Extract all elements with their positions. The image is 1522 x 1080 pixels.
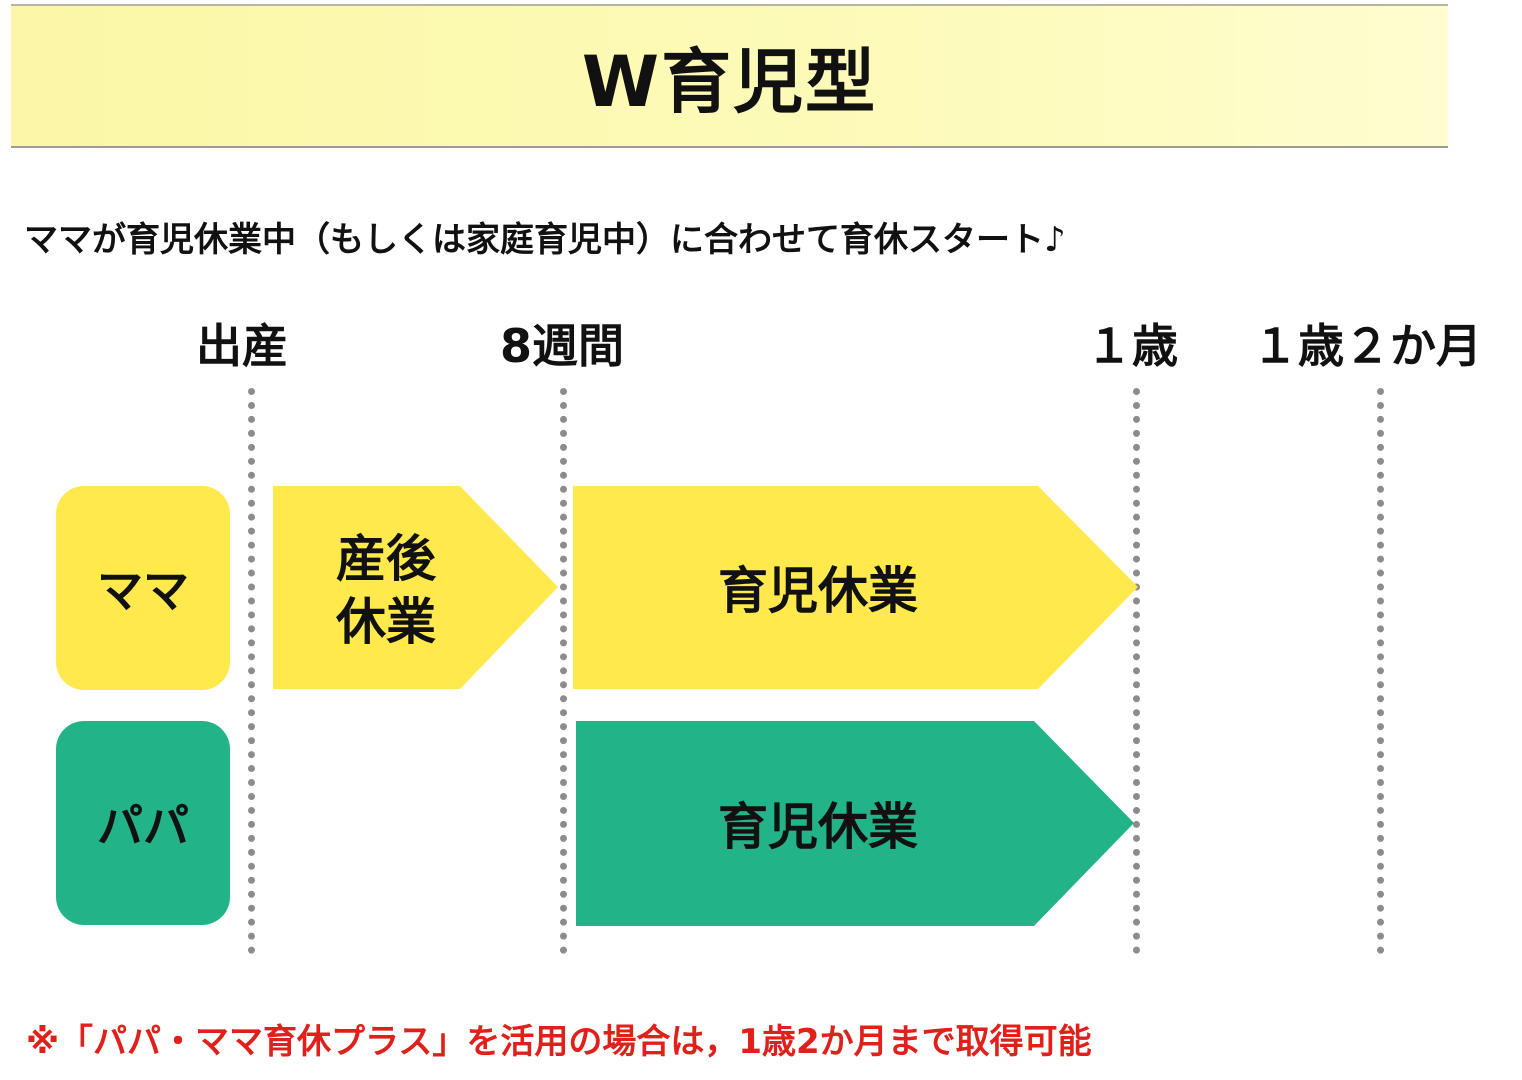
divider-age-1 (1133, 388, 1140, 954)
papa-childcare-label: 育児休業 (718, 798, 918, 856)
role-papa-label: パパ (97, 799, 189, 853)
mama-postpartum-line2: 休業 (336, 592, 436, 651)
milestone-age-1-2-months: １歳２か月 (1252, 319, 1482, 373)
milestone-birth: 出産 (196, 319, 288, 373)
role-mama: ママ (56, 486, 230, 690)
milestone-age-1: １歳 (1086, 319, 1178, 373)
footnote: ※「パパ・ママ育休プラス」を活用の場合は，1歳2か月まで取得可能 (26, 1022, 1092, 1062)
subtitle: ママが育児休業中（もしくは家庭育児中）に合わせて育休スタート♪ (24, 220, 1066, 260)
divider-birth (248, 388, 255, 954)
role-mama-label: ママ (97, 564, 189, 618)
page-title: W育児型 (581, 40, 878, 123)
divider-age-1-2-months (1377, 388, 1384, 954)
mama-postpartum-line1: 産後 (336, 530, 436, 588)
mama-postpartum-label: 産後 休業 (336, 528, 436, 653)
role-papa: パパ (56, 721, 230, 925)
divider-8-weeks (560, 388, 567, 954)
title-band: W育児型 (11, 4, 1448, 148)
mama-childcare-label: 育児休業 (718, 562, 918, 620)
milestone-8-weeks: 8週間 (500, 319, 625, 373)
